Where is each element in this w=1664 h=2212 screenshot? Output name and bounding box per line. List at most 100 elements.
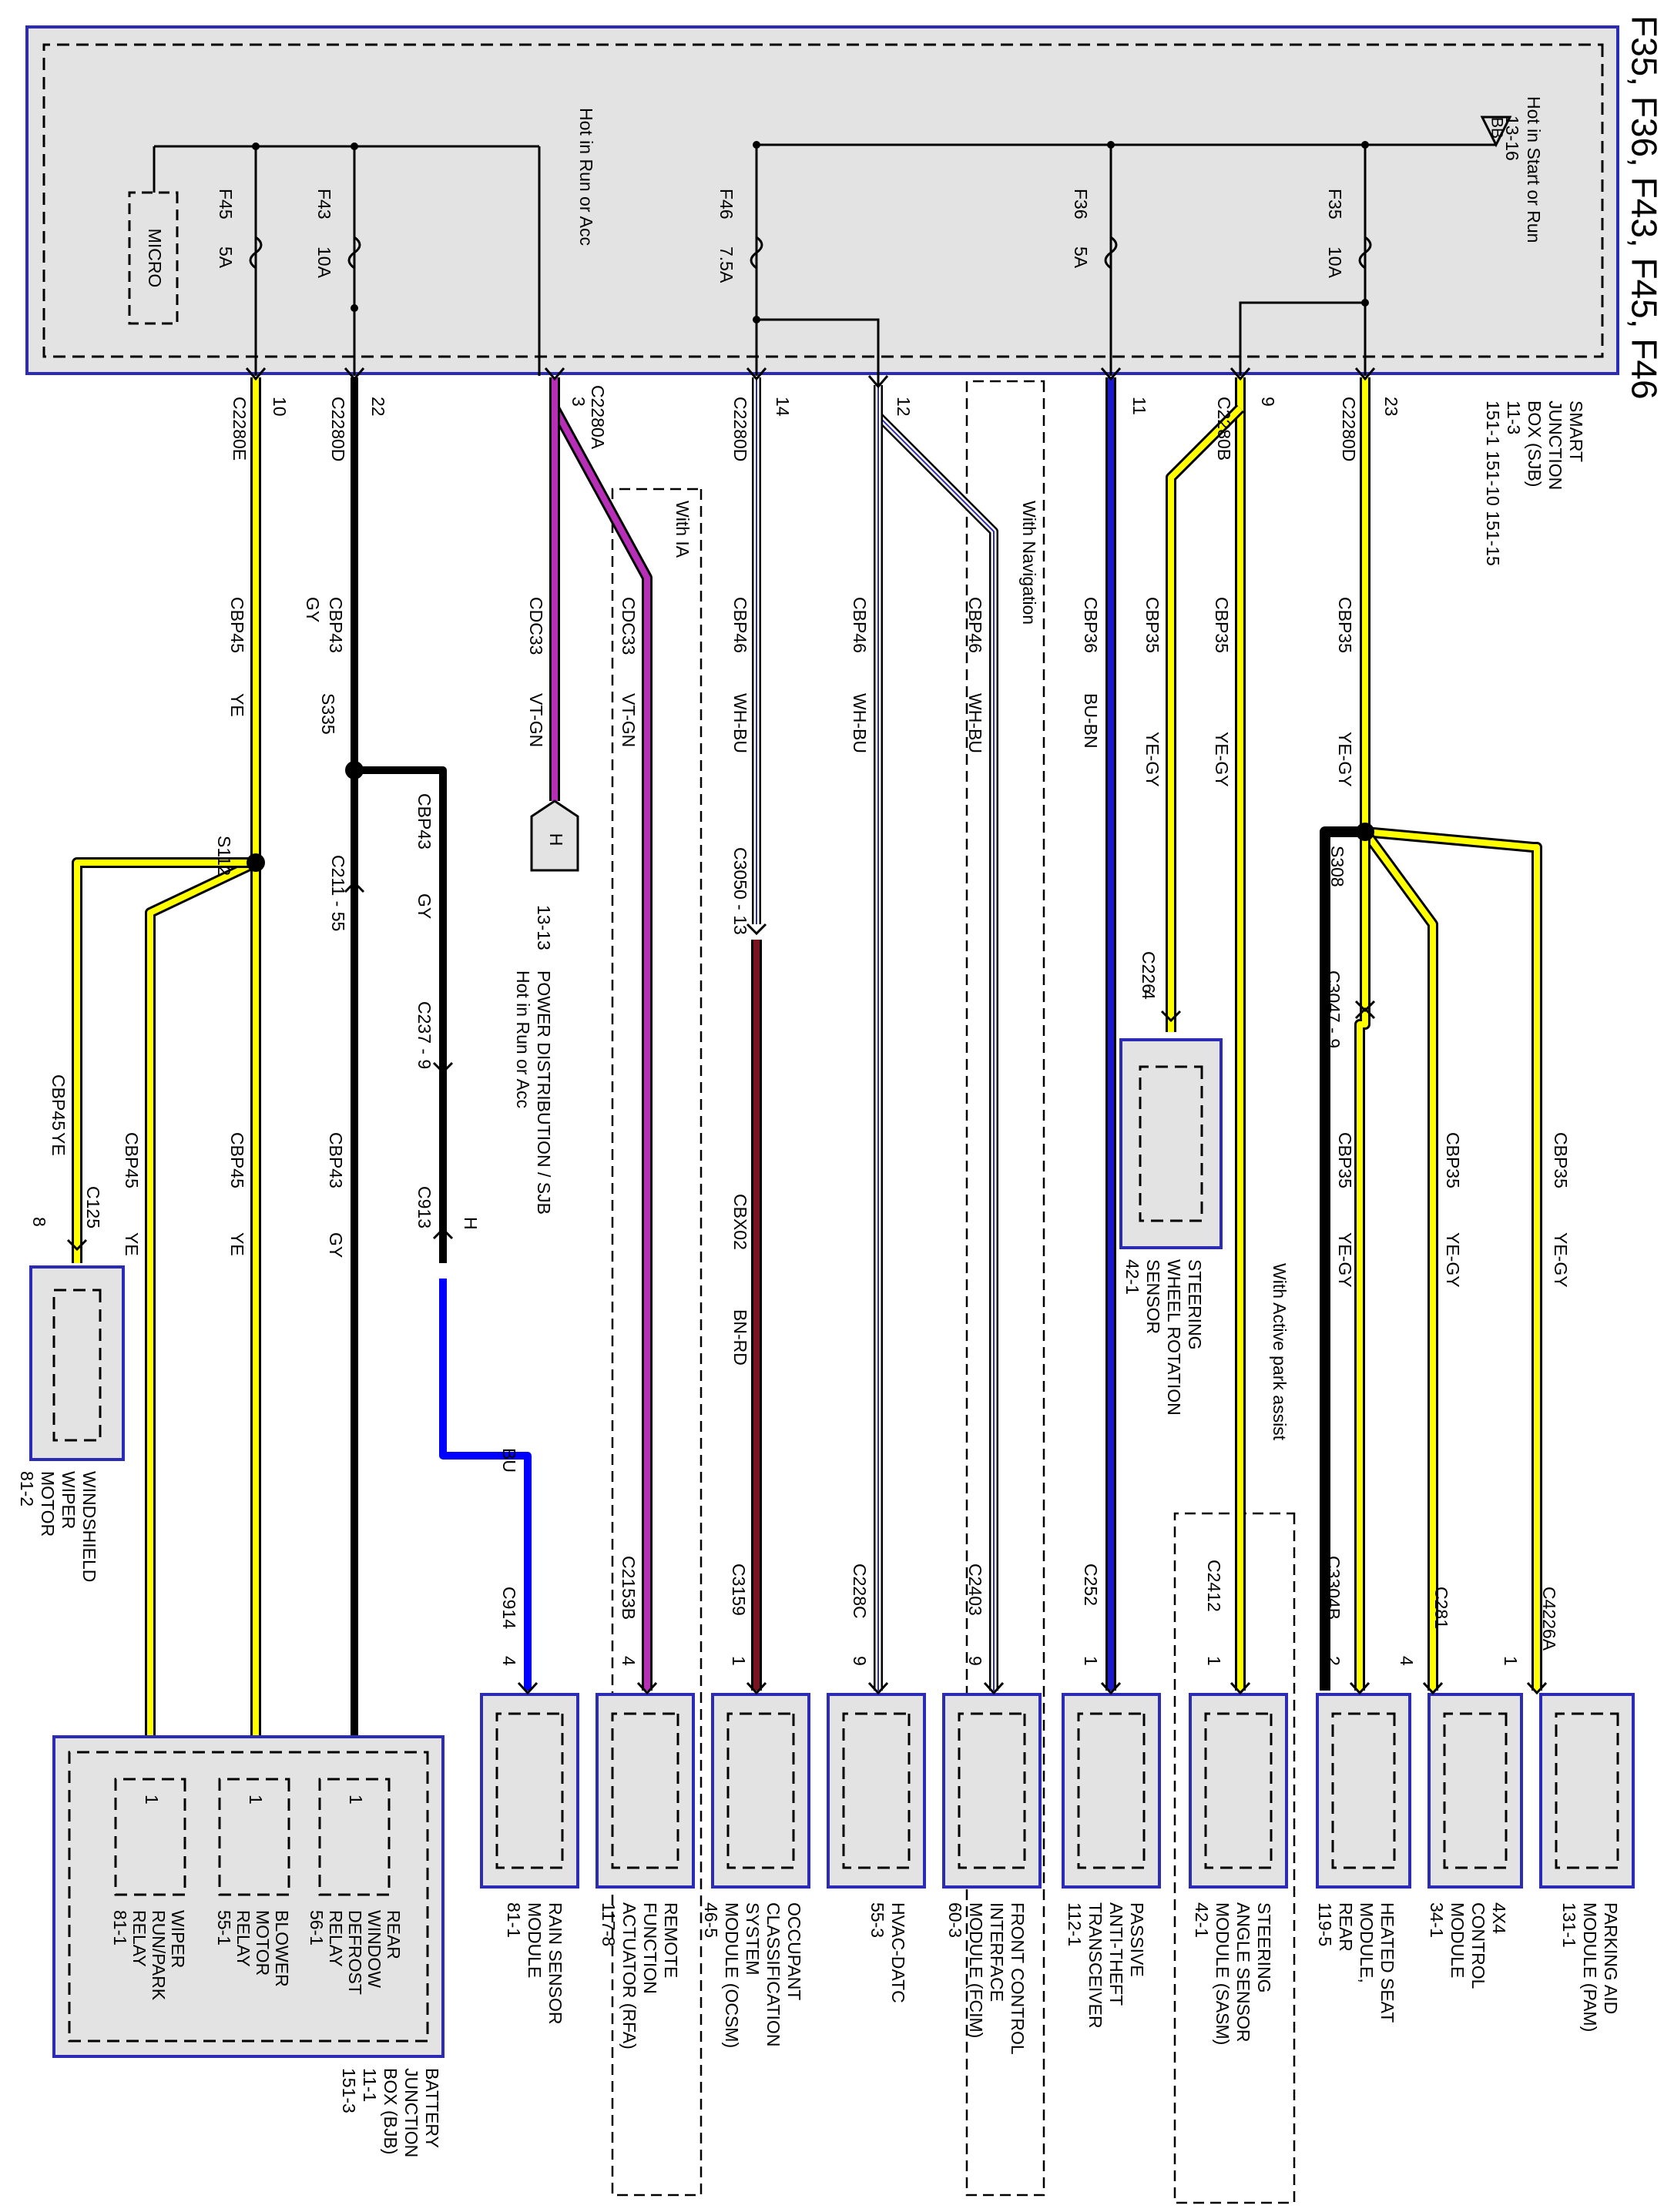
module-swrs: STEERING WHEEL ROTATION SENSOR 42-1 bbox=[1119, 1038, 1223, 1416]
module-pats: C252 1 PASSIVE ANTI-THEFT TRANSCEIVER 11… bbox=[1062, 1563, 1161, 2029]
pin-23: 23 bbox=[1381, 397, 1401, 417]
inline-c3050: C3050 - 13 bbox=[730, 847, 750, 935]
label-cdc33-b: CDC33 bbox=[526, 597, 546, 655]
wire-cbp35-heated-seat bbox=[1354, 832, 1370, 1691]
inline-c226: C226 bbox=[1139, 951, 1159, 994]
fcim-connector: C2403 bbox=[965, 1563, 985, 1616]
ocsm-line-4: MODULE (OCSM) bbox=[722, 1902, 742, 2048]
4x4-line-1: 4X4 bbox=[1489, 1902, 1509, 1934]
ocsm-line-1: OCCUPANT bbox=[784, 1902, 804, 2000]
inline-c226-pin: 4 bbox=[1139, 990, 1159, 1000]
wire-cbp45-wiper-motor bbox=[72, 857, 256, 1263]
heated-seat-line-4: 119-5 bbox=[1315, 1902, 1335, 1946]
label-cbp45-b: CBP45 bbox=[227, 1132, 247, 1188]
conn-c2280e: C2280E bbox=[230, 397, 250, 461]
rain-pin: 4 bbox=[499, 1656, 519, 1666]
fcim-pin: 9 bbox=[965, 1656, 985, 1666]
conn-c2280a: C2280A bbox=[588, 385, 608, 450]
bjb-relay-3-line-1: WIPER bbox=[168, 1910, 188, 1968]
micro-box bbox=[128, 191, 179, 325]
label-cbp45-a: CBP45 bbox=[227, 597, 247, 653]
pam-line-3: 131-1 bbox=[1559, 1902, 1579, 1948]
hvac-line-1: HVAC-DATC bbox=[888, 1902, 908, 2003]
inline-c3047: C3047 - 9 bbox=[1323, 970, 1344, 1048]
pd-ref: 13-13 bbox=[534, 905, 554, 950]
rain-line-2: MODULE bbox=[525, 1902, 545, 1978]
note-with-ia: With IA bbox=[673, 501, 693, 558]
module-rfa: C2153B 4 REMOTE FUNCTION ACTUATOR (RFA) … bbox=[595, 1556, 695, 2049]
module-rain-sensor: C914 4 RAIN SENSOR MODULE 81-1 bbox=[480, 1587, 579, 2024]
label-cbp45-d: CBP45 bbox=[49, 1074, 69, 1131]
bjb-relay-1-line-2: WINDOW bbox=[364, 1910, 384, 1988]
splice-s308-label: S308 bbox=[1327, 846, 1347, 887]
swrs-line-2: WHEEL ROTATION bbox=[1164, 1259, 1184, 1416]
ocsm-line-2: CLASSIFICATION bbox=[763, 1902, 783, 2046]
splice-s112-label: S112 bbox=[214, 836, 234, 876]
bjb-line-3: BOX (BJB) bbox=[381, 2068, 401, 2154]
sjb-feed-ref: 13-16 bbox=[1502, 116, 1522, 161]
inline-c913: C913 bbox=[414, 1186, 434, 1228]
fuse-f35-name: F35 bbox=[1325, 189, 1345, 220]
pin-22: 22 bbox=[368, 397, 388, 417]
pats-line-1: PASSIVE bbox=[1127, 1902, 1147, 1977]
rfa-pin: 4 bbox=[619, 1656, 639, 1666]
label-cbp46-a: CBP46 bbox=[965, 597, 985, 653]
pin-9: 9 bbox=[1258, 397, 1278, 407]
inline-connectors bbox=[66, 880, 1376, 1252]
bjb-relay-3-pin: 1 bbox=[142, 1795, 162, 1805]
swrs-line-1: STEERING bbox=[1185, 1259, 1205, 1350]
pin-10: 10 bbox=[270, 397, 290, 417]
rain-line-3: 81-1 bbox=[504, 1902, 524, 1938]
sjb-label-5: 151-1 151-10 151-15 bbox=[1483, 401, 1503, 566]
bjb-relay-2-line-1: BLOWER bbox=[272, 1910, 292, 1987]
hvac-connector: C228C bbox=[850, 1563, 870, 1619]
note-with-active-park-assist: With Active park assist bbox=[1270, 1263, 1290, 1441]
label-bubn: BU-BN bbox=[1081, 693, 1101, 749]
inline-c913-pin: H bbox=[461, 1217, 481, 1230]
note-with-navigation: With Navigation bbox=[1019, 501, 1039, 625]
label-ye-a: YE bbox=[227, 693, 247, 717]
splice-s335-label: S335 bbox=[318, 693, 338, 735]
sasm-line-2: ANGLE SENSOR bbox=[1233, 1902, 1253, 2043]
inline-c125: C125 bbox=[83, 1186, 103, 1228]
pin-14: 14 bbox=[773, 397, 793, 417]
label-ye-c: YE bbox=[122, 1232, 142, 1256]
sjb-label-2: JUNCTION bbox=[1545, 401, 1565, 490]
sjb-label-4: 11-3 bbox=[1504, 401, 1524, 434]
splice-s112 bbox=[247, 853, 265, 872]
module-fcim: C2403 9 FRONT CONTROL INTERFACE MODULE (… bbox=[942, 1563, 1042, 2055]
fcim-line-1: FRONT CONTROL bbox=[1008, 1902, 1028, 2055]
wire-cbp35-swrs bbox=[1166, 404, 1244, 1032]
ocsm-connector: C3159 bbox=[729, 1563, 749, 1616]
rfa-line-1: REMOTE bbox=[661, 1902, 681, 1978]
label-cbp35-c: CBP35 bbox=[1142, 597, 1162, 653]
label-cbp36: CBP36 bbox=[1081, 597, 1101, 653]
label-bu: BU bbox=[499, 1448, 519, 1473]
fcim-line-4: 60-3 bbox=[945, 1902, 965, 1938]
wire-cdc33-rfa bbox=[549, 405, 653, 1691]
label-ye-d: YE bbox=[49, 1132, 69, 1156]
pin-12: 12 bbox=[894, 397, 914, 417]
bjb-relay-3-line-3: RELAY bbox=[129, 1910, 149, 1967]
label-cbp35-d: CBP35 bbox=[1335, 1132, 1355, 1188]
label-cbp45-c: CBP45 bbox=[122, 1132, 142, 1188]
ocsm-pin: 1 bbox=[729, 1656, 749, 1666]
module-hvac: C228C 9 HVAC-DATC 55-3 bbox=[827, 1563, 926, 2003]
sasm-pin: 1 bbox=[1204, 1656, 1224, 1666]
label-cbp43-c: CBP43 bbox=[326, 1132, 346, 1188]
pin-3: 3 bbox=[569, 397, 589, 407]
bjb-relay-3-line-4: 81-1 bbox=[110, 1910, 130, 1946]
conn-c2280b: C2280B bbox=[1214, 397, 1234, 461]
rfa-connector: C2153B bbox=[619, 1556, 639, 1620]
wiper-line-4: 81-2 bbox=[17, 1471, 37, 1507]
region-with-active-park-assist bbox=[1173, 1512, 1296, 2204]
module-heated-seat: C3304B 2 HEATED SEAT MODULE, REAR 119-5 bbox=[1315, 1556, 1411, 2023]
region-with-navigation bbox=[965, 380, 1045, 2197]
label-cbx02: CBX02 bbox=[730, 1194, 750, 1250]
wiper-line-2: WIPER bbox=[59, 1471, 79, 1529]
rfa-line-4: 117-8 bbox=[599, 1902, 619, 1946]
wire-cbp35-main bbox=[1320, 377, 1370, 1691]
sasm-connector: C2412 bbox=[1204, 1560, 1224, 1612]
bb-terminal bbox=[1480, 116, 1512, 148]
label-cbp46-c: CBP46 bbox=[730, 597, 750, 653]
